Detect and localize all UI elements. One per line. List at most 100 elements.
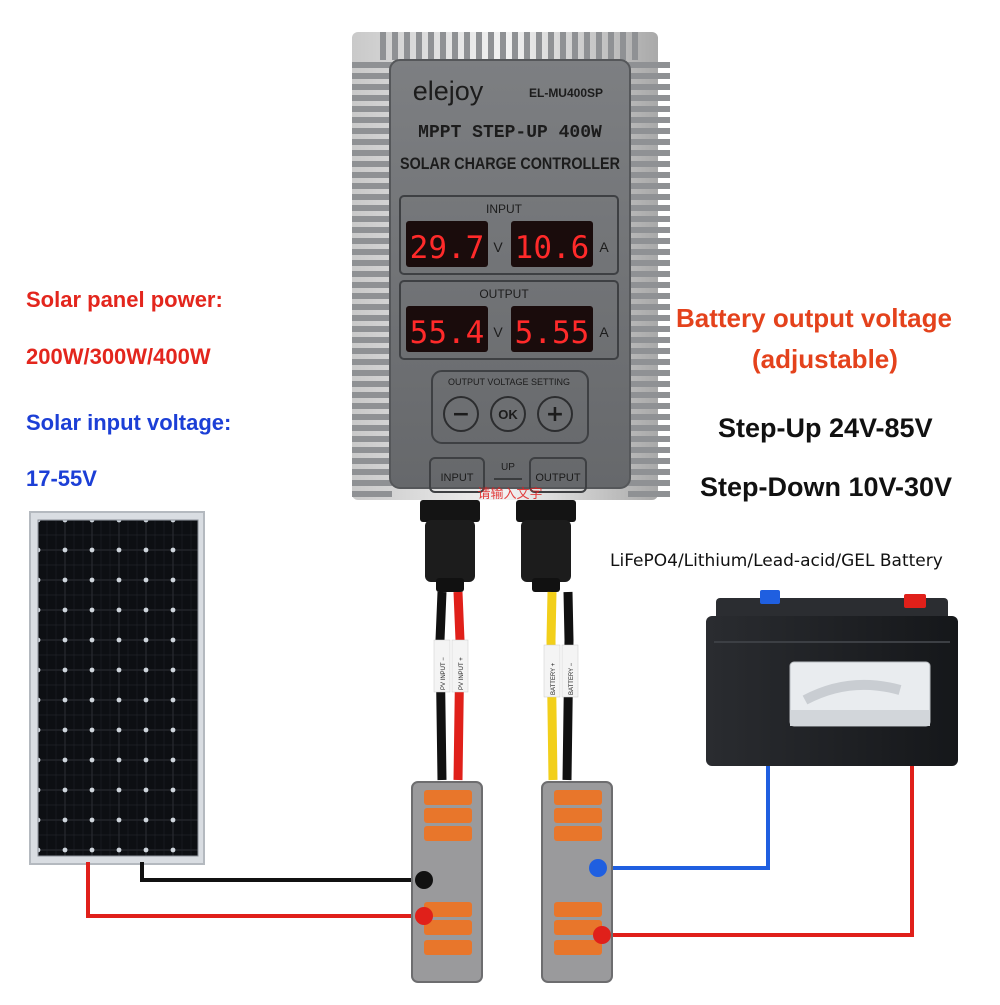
input-current-screen	[511, 221, 593, 267]
heatsink-fin	[352, 205, 392, 211]
heatsink-fins-top	[380, 32, 638, 60]
input-voltage-readout: 29.7	[410, 230, 485, 266]
input-voltage-value: 17-55V	[26, 466, 97, 491]
charge-controller: elejoy EL-MU400SP MPPT STEP-UP 400W SOLA…	[352, 32, 670, 500]
heatsink-fin	[628, 238, 670, 244]
watermark-text: 请输入文字	[477, 486, 542, 502]
panel-power-title: Solar panel power:	[26, 287, 223, 312]
heatsink-fin	[352, 425, 392, 431]
heatsink-fin	[352, 414, 392, 420]
step-up-range: Step-Up 24V-85V	[718, 413, 933, 443]
heatsink-fin	[628, 84, 670, 90]
battery-output-adjustable: (adjustable)	[752, 344, 898, 374]
heatsink-fin	[352, 172, 392, 178]
model-number: EL-MU400SP	[529, 86, 603, 100]
output-voltage-screen	[406, 306, 488, 352]
heatsink-fin	[572, 32, 578, 60]
output-current-readout: 5.55	[515, 315, 590, 351]
input-port-label: INPUT	[441, 472, 474, 484]
heatsink-fin	[628, 458, 670, 464]
heatsink-fin	[500, 32, 506, 60]
input-current-unit: A	[599, 239, 609, 255]
heatsink-fin	[628, 425, 670, 431]
heatsink-fin	[476, 32, 482, 60]
heatsink-fin	[628, 337, 670, 343]
input-display-frame	[399, 195, 619, 275]
heatsink-fin	[628, 73, 670, 79]
plus-icon: +	[546, 402, 564, 427]
cable-gland-right	[516, 500, 576, 592]
heatsink-fin	[628, 139, 670, 145]
heatsink-fin	[628, 271, 670, 277]
heatsink-fin	[628, 293, 670, 299]
heatsink-fin	[352, 73, 392, 79]
heatsink-fin	[512, 32, 518, 60]
heatsink-fin	[628, 183, 670, 189]
heatsink-fin	[416, 32, 422, 60]
controller-title-line1: MPPT STEP-UP 400W	[418, 123, 602, 143]
heatsink-fin	[352, 227, 392, 233]
heatsink-fin	[628, 260, 670, 266]
heatsink-fin	[352, 183, 392, 189]
heatsink-fin	[352, 337, 392, 343]
output-voltage-readout: 55.4	[410, 315, 485, 351]
heatsink-fin	[488, 32, 494, 60]
heatsink-fin	[628, 469, 670, 475]
heatsink-fin	[628, 95, 670, 101]
step-down-range: Step-Down 10V-30V	[700, 472, 953, 502]
heatsink-fin	[628, 381, 670, 387]
heatsink-fin	[352, 315, 392, 321]
ok-button[interactable]: OK	[490, 396, 526, 432]
controller-title-line2: SOLAR CHARGE CONTROLLER	[400, 154, 620, 173]
heatsink-fin	[352, 491, 392, 497]
heatsink-fin	[352, 238, 392, 244]
battery-plus-label: BATTERY +	[551, 662, 557, 695]
minus-button[interactable]: −	[443, 396, 479, 432]
input-current-readout: 10.6	[515, 230, 590, 266]
heatsink-fin	[352, 381, 392, 387]
input-port-frame	[429, 457, 485, 493]
heatsink-fin	[628, 315, 670, 321]
heatsink-fin	[548, 32, 554, 60]
heatsink-fin	[584, 32, 590, 60]
heatsink-fins-right	[628, 62, 670, 497]
battery-types: LiFePO4/Lithium/Lead-acid/GEL Battery	[610, 551, 943, 571]
heatsink-fin	[352, 480, 392, 486]
heatsink-fin	[628, 370, 670, 376]
heatsink-fin	[352, 348, 392, 354]
heatsink-fin	[352, 447, 392, 453]
heatsink-fin	[628, 216, 670, 222]
solar-panel-icon	[29, 511, 205, 865]
heatsink-fin	[452, 32, 458, 60]
battery-output-title: Battery output voltage	[676, 303, 952, 333]
heatsink-fin	[628, 282, 670, 288]
heatsink-fin	[628, 447, 670, 453]
heatsink-fin	[352, 469, 392, 475]
heatsink-fin	[608, 32, 614, 60]
voltage-setting-label: OUTPUT VOLTAGE SETTING	[448, 377, 570, 387]
heatsink-fin	[404, 32, 410, 60]
heatsink-fin	[628, 150, 670, 156]
cable-gland-left	[420, 500, 480, 592]
heatsink-fin	[352, 95, 392, 101]
heatsink-fin	[352, 282, 392, 288]
heatsink-fin	[352, 293, 392, 299]
heatsink-fin	[352, 304, 392, 310]
input-voltage-screen	[406, 221, 488, 267]
heatsink-fin	[628, 304, 670, 310]
heatsink-fin	[440, 32, 446, 60]
heatsink-fin	[352, 150, 392, 156]
heatsink-fin	[632, 32, 638, 60]
heatsink-fin	[620, 32, 626, 60]
heatsink-fin	[464, 32, 470, 60]
heatsink-fin	[524, 32, 530, 60]
plus-button[interactable]: +	[537, 396, 573, 432]
heatsink-fin	[628, 194, 670, 200]
heatsink-fin	[352, 106, 392, 112]
heatsink-fin	[352, 161, 392, 167]
heatsink-fin	[392, 32, 398, 60]
battery-minus-label: BATTERY −	[569, 662, 575, 695]
heatsink-fin	[428, 32, 434, 60]
heatsink-fin	[352, 128, 392, 134]
heatsink-fin	[628, 128, 670, 134]
